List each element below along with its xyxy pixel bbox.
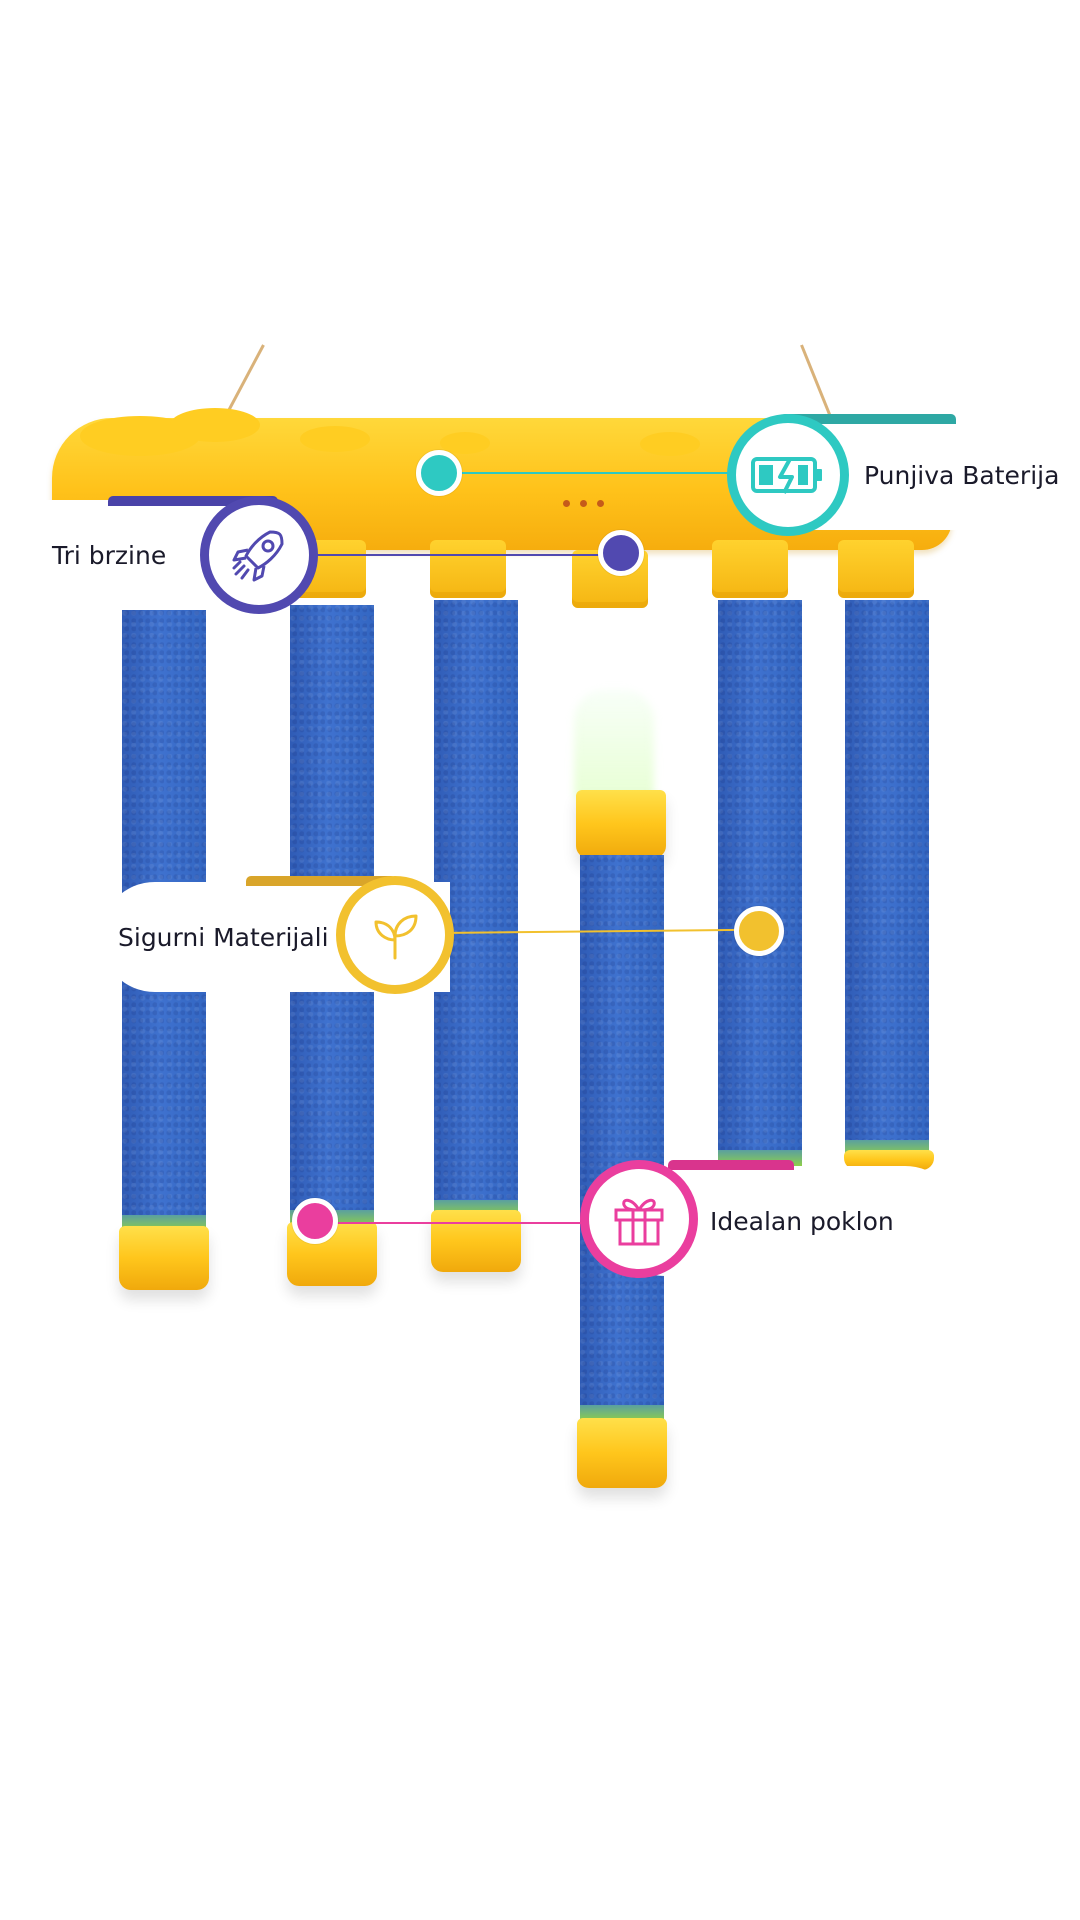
foam-tube-tip <box>580 1405 664 1421</box>
callout-accent-bar <box>668 1160 794 1170</box>
tube-end-cap <box>119 1226 209 1290</box>
leaf-sprout-icon <box>374 914 418 960</box>
tube-connector <box>430 540 506 598</box>
tube-end-cap <box>577 1418 667 1488</box>
callout-label: Idealan poklon <box>710 1206 894 1236</box>
callout-label: Punjiva Baterija <box>864 460 1060 490</box>
tube-end-cap <box>844 1150 934 1170</box>
bar-bump <box>440 432 490 454</box>
callout-label: Sigurni Materijali <box>118 922 329 952</box>
tube-connector <box>838 540 914 598</box>
callout-connector-line <box>316 1222 596 1224</box>
foam-tube <box>718 600 802 1160</box>
tube-connector <box>712 540 788 598</box>
gift-icon <box>614 1198 664 1246</box>
callout-marker-dot <box>734 906 784 956</box>
callout-marker-dot <box>416 450 462 496</box>
callout-icon-ring <box>727 414 849 536</box>
tube-light-glow <box>574 690 654 800</box>
callout-connector-line <box>440 472 760 474</box>
speaker-dots <box>563 500 604 507</box>
foam-tube <box>580 855 664 1415</box>
callout-icon-ring <box>580 1160 698 1278</box>
callout-accent-bar <box>108 496 278 506</box>
tube-end-cap <box>431 1210 521 1272</box>
callout-marker-dot <box>292 1198 338 1244</box>
rocket-icon <box>232 530 284 582</box>
callout-label: Tri brzine <box>52 540 167 570</box>
callout-icon-ring <box>336 876 454 994</box>
callout-marker-dot <box>598 530 644 576</box>
hanging-cord-right <box>800 344 831 416</box>
callout-connector-line <box>300 554 630 556</box>
callout-accent-bar <box>780 414 956 424</box>
callout-accent-bar <box>246 876 396 886</box>
bar-bump <box>170 408 260 442</box>
foam-tube <box>845 600 929 1145</box>
hanging-cord-left <box>224 344 265 417</box>
bar-bump <box>300 426 370 452</box>
tube-top-cap <box>576 790 666 858</box>
battery-charging-icon <box>751 457 822 494</box>
callout-icon-ring <box>200 496 318 614</box>
bar-bump <box>640 432 700 456</box>
